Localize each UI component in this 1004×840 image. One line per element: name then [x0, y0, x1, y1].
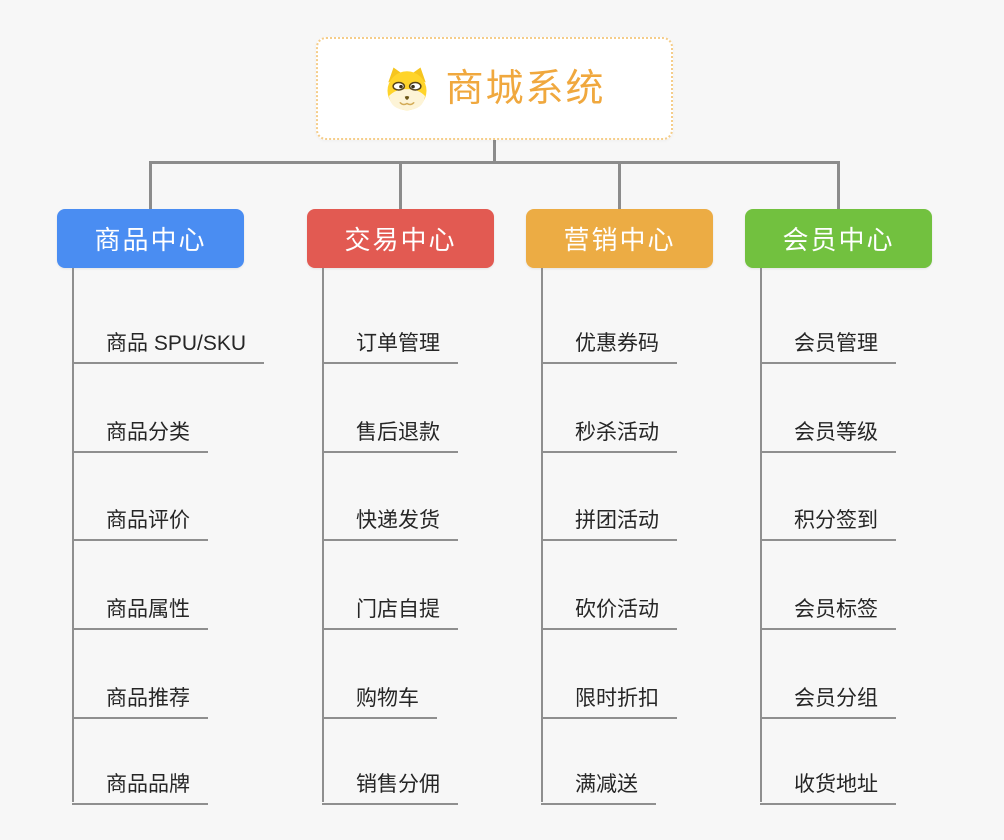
- connector-drop: [399, 161, 402, 209]
- branch-label: 商品中心: [94, 225, 207, 255]
- leaf-node[interactable]: 商品品牌: [72, 757, 208, 805]
- leaf-node[interactable]: 商品评价: [72, 493, 208, 541]
- leaf-node[interactable]: 会员管理: [760, 316, 896, 364]
- leaf-node[interactable]: 收货地址: [760, 757, 896, 805]
- leaf-node[interactable]: 秒杀活动: [541, 405, 677, 453]
- leaf-node[interactable]: 商品分类: [72, 405, 208, 453]
- branch-node[interactable]: 会员中心: [745, 209, 932, 268]
- leaf-node[interactable]: 会员分组: [760, 671, 896, 719]
- connector-drop: [149, 161, 152, 209]
- branch-column: 商品中心 商品 SPU/SKU 商品分类商品评价商品属性商品推荐商品品牌: [57, 209, 317, 809]
- branch-label: 交易中心: [344, 225, 457, 255]
- leaf-node[interactable]: 会员标签: [760, 582, 896, 630]
- branch-node[interactable]: 营销中心: [526, 209, 713, 268]
- leaf-node[interactable]: 积分签到: [760, 493, 896, 541]
- leaf-node[interactable]: 门店自提: [322, 582, 458, 630]
- connector-drop: [618, 161, 621, 209]
- leaf-node[interactable]: 商品推荐: [72, 671, 208, 719]
- leaf-node[interactable]: 商品属性: [72, 582, 208, 630]
- branch-column: 交易中心 订单管理售后退款快递发货门店自提购物车销售分佣: [307, 209, 567, 809]
- branch-label: 营销中心: [563, 225, 676, 255]
- connector-drop: [837, 161, 840, 209]
- leaf-node[interactable]: 砍价活动: [541, 582, 677, 630]
- leaf-node[interactable]: 销售分佣: [322, 757, 458, 805]
- branch-node[interactable]: 商品中心: [57, 209, 244, 268]
- leaf-node[interactable]: 会员等级: [760, 405, 896, 453]
- leaf-node[interactable]: 订单管理: [322, 316, 458, 364]
- leaf-node[interactable]: 售后退款: [322, 405, 458, 453]
- branch-label: 会员中心: [782, 225, 895, 255]
- branch-trunk-line: [72, 268, 74, 802]
- branch-column: 营销中心 优惠券码秒杀活动拼团活动砍价活动限时折扣满减送: [526, 209, 786, 809]
- branch-node[interactable]: 交易中心: [307, 209, 494, 268]
- root-node[interactable]: 商城系统: [316, 37, 673, 140]
- leaf-node[interactable]: 商品 SPU/SKU: [72, 316, 265, 364]
- branch-trunk-line: [760, 268, 762, 802]
- root-title: 商城系统: [445, 67, 606, 110]
- branch-column: 会员中心 会员管理会员等级积分签到会员标签会员分组收货地址: [745, 209, 1004, 809]
- branch-trunk-line: [541, 268, 543, 802]
- leaf-node[interactable]: 拼团活动: [541, 493, 677, 541]
- connector-root-stub: [493, 140, 496, 164]
- leaf-node[interactable]: 满减送: [541, 757, 656, 805]
- leaf-node[interactable]: 优惠券码: [541, 316, 677, 364]
- connector-bus: [149, 161, 840, 164]
- leaf-node[interactable]: 限时折扣: [541, 671, 677, 719]
- doge-icon: [387, 67, 427, 111]
- leaf-node[interactable]: 快递发货: [322, 493, 458, 541]
- leaf-node[interactable]: 购物车: [322, 671, 437, 719]
- branch-trunk-line: [322, 268, 324, 802]
